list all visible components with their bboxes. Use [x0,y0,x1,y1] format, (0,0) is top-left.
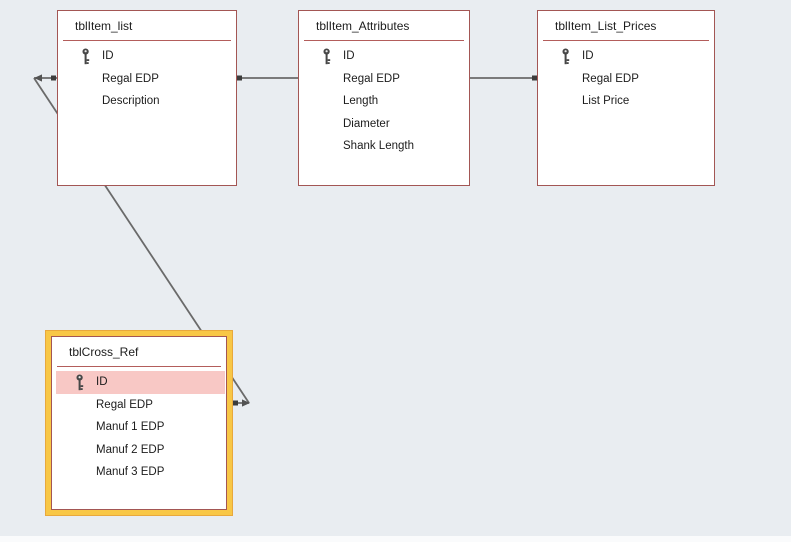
join-arrow-icon [34,74,42,82]
primary-key-cell [321,48,332,65]
canvas-bottom-edge [0,536,791,542]
primary-key-icon [562,48,569,64]
join-endpoint-dot [237,75,242,81]
field-label: Diameter [343,117,390,130]
primary-key-icon [76,374,83,390]
field-label: Regal EDP [582,72,639,85]
primary-key-icon [82,48,89,64]
table-tblitem-list[interactable]: tblItem_list ID Regal EDP Description [57,10,237,186]
field-label: ID [102,50,114,63]
field-row-description[interactable]: Description [62,90,235,113]
table-tblitem-list-prices[interactable]: tblItem_List_Prices ID Regal EDP List Pric… [537,10,715,186]
field-label: Length [343,95,379,108]
relationship-line-tblitem-attributes-tblitem-list-prices[interactable] [470,75,537,81]
field-row-shank-length[interactable]: Shank Length [303,135,468,158]
primary-key-icon [323,48,330,64]
relationship-line-tblitem-list-tblitem-attributes[interactable] [237,75,298,81]
table-field-list: ID Regal EDP Manuf 1 EDP Manuf 2 EDP Manuf 3… [52,367,226,484]
table-field-list: ID Regal EDP List Price [538,41,714,113]
field-row-regal-edp[interactable]: Regal EDP [303,68,468,91]
field-row-manuf-1-edp[interactable]: Manuf 1 EDP [56,416,225,439]
field-row-id[interactable]: ID [56,371,225,394]
field-row-regal-edp[interactable]: Regal EDP [56,394,225,417]
table-tblcross-ref[interactable]: tblCross_Ref ID Regal EDP Manuf 1 EDP Manuf… [45,330,233,516]
field-row-id[interactable]: ID [542,45,713,68]
field-label: Shank Length [343,140,414,153]
field-row-id[interactable]: ID [303,45,468,68]
field-label: ID [96,376,108,389]
table-field-list: ID Regal EDP Description [58,41,236,113]
table-title[interactable]: tblItem_Attributes [304,11,464,41]
field-row-list-price[interactable]: List Price [542,90,713,113]
field-label: Manuf 1 EDP [96,421,165,434]
field-label: Manuf 2 EDP [96,443,165,456]
join-endpoint-dot [51,75,56,81]
primary-key-cell [80,48,91,65]
field-row-regal-edp[interactable]: Regal EDP [542,68,713,91]
primary-key-cell [74,374,85,391]
field-label: Regal EDP [102,72,159,85]
table-title[interactable]: tblItem_list [63,11,231,41]
table-title[interactable]: tblCross_Ref [57,337,221,367]
field-label: List Price [582,95,630,108]
field-row-regal-edp[interactable]: Regal EDP [62,68,235,91]
field-row-manuf-3-edp[interactable]: Manuf 3 EDP [56,461,225,484]
field-label: Regal EDP [343,72,400,85]
field-label: Description [102,95,160,108]
join-endpoint-dot [233,400,238,406]
field-label: Manuf 3 EDP [96,466,165,479]
field-label: ID [582,50,594,63]
field-row-diameter[interactable]: Diameter [303,113,468,136]
field-label: Regal EDP [96,398,153,411]
primary-key-cell [560,48,571,65]
field-row-length[interactable]: Length [303,90,468,113]
table-title[interactable]: tblItem_List_Prices [543,11,709,41]
join-endpoint-dot [532,75,537,81]
field-row-manuf-2-edp[interactable]: Manuf 2 EDP [56,439,225,462]
field-row-id[interactable]: ID [62,45,235,68]
field-label: ID [343,50,355,63]
join-arrow-icon [242,399,250,407]
